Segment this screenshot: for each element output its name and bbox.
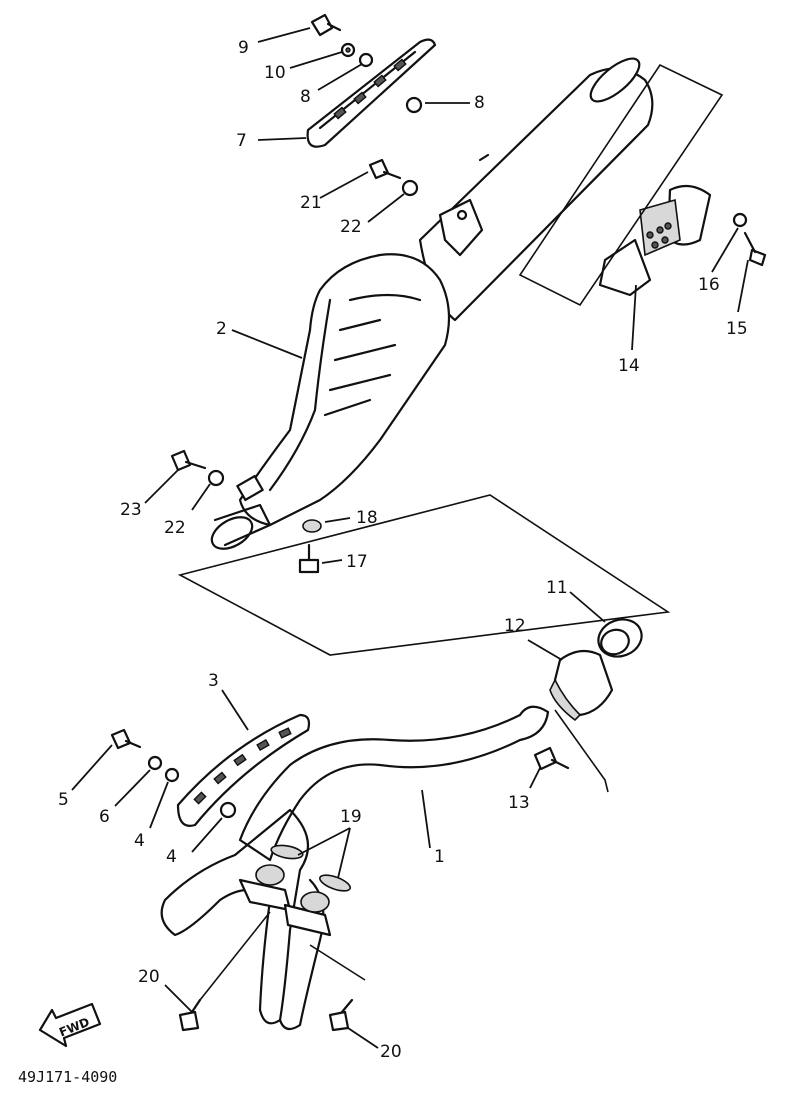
callout-20a: 20 — [138, 967, 160, 987]
callout-13: 13 — [508, 793, 530, 813]
callout-16: 16 — [698, 275, 720, 295]
boundary-spark-arrestor — [518, 63, 724, 307]
nut-4b — [219, 801, 237, 819]
pipe-protector — [176, 713, 311, 827]
gasket-11 — [597, 618, 643, 658]
callout-22a: 22 — [340, 217, 362, 237]
bolt-5 — [110, 728, 142, 750]
callout-3: 3 — [208, 671, 219, 691]
nut-4a — [164, 767, 180, 783]
washer-16 — [732, 212, 748, 228]
callout-11: 11 — [546, 578, 568, 598]
callout-6: 6 — [99, 807, 110, 827]
callout-19: 19 — [340, 807, 362, 827]
callout-8b: 8 — [474, 93, 485, 113]
callout-15: 15 — [726, 319, 748, 339]
bolt-21 — [368, 158, 402, 180]
callout-7: 7 — [236, 131, 247, 151]
stud-20a — [178, 998, 202, 1032]
callout-4a: 4 — [134, 831, 145, 851]
boundary-muffler-joint — [177, 494, 671, 656]
muffler-assembly — [210, 57, 654, 550]
diagram-code: 49J171-4090 — [18, 1068, 117, 1086]
callout-18: 18 — [356, 508, 378, 528]
washer-22a — [401, 179, 419, 197]
bolt-9 — [310, 13, 342, 37]
boundary-pipe-joint — [554, 709, 609, 793]
gasket-19a — [270, 844, 304, 860]
callout-8a: 8 — [300, 87, 311, 107]
exhaust-pipe — [160, 705, 550, 1031]
callout-10: 10 — [264, 63, 286, 83]
boundary-header — [199, 911, 366, 1001]
nut-8b — [405, 96, 423, 114]
callout-5: 5 — [58, 790, 69, 810]
callout-21: 21 — [300, 193, 322, 213]
muffler-heat-shield — [306, 38, 437, 148]
forward-direction-arrow: FWD — [38, 1002, 102, 1048]
bolt-17 — [298, 543, 320, 574]
grommet-18 — [302, 519, 322, 533]
bolt-23 — [170, 449, 207, 472]
screw-15 — [743, 231, 767, 267]
callout-22b: 22 — [164, 518, 186, 538]
callout-4b: 4 — [166, 847, 177, 867]
callout-23: 23 — [120, 500, 142, 520]
stud-20b — [328, 998, 354, 1032]
callout-17: 17 — [346, 552, 368, 572]
callout-9: 9 — [238, 38, 249, 58]
nut-8a — [358, 52, 374, 68]
washer-6 — [147, 755, 163, 771]
callout-2: 2 — [216, 319, 227, 339]
callout-14: 14 — [618, 356, 640, 376]
bolt-13 — [533, 746, 570, 771]
washer-22b — [207, 469, 225, 487]
leader-lines — [71, 27, 749, 1049]
callout-12: 12 — [504, 616, 526, 636]
gasket-19b — [319, 874, 351, 892]
spark-arrestor-assembly — [598, 184, 767, 297]
callout-1: 1 — [434, 847, 445, 867]
joint-clamp-12 — [549, 649, 614, 722]
callout-20b: 20 — [380, 1042, 402, 1062]
